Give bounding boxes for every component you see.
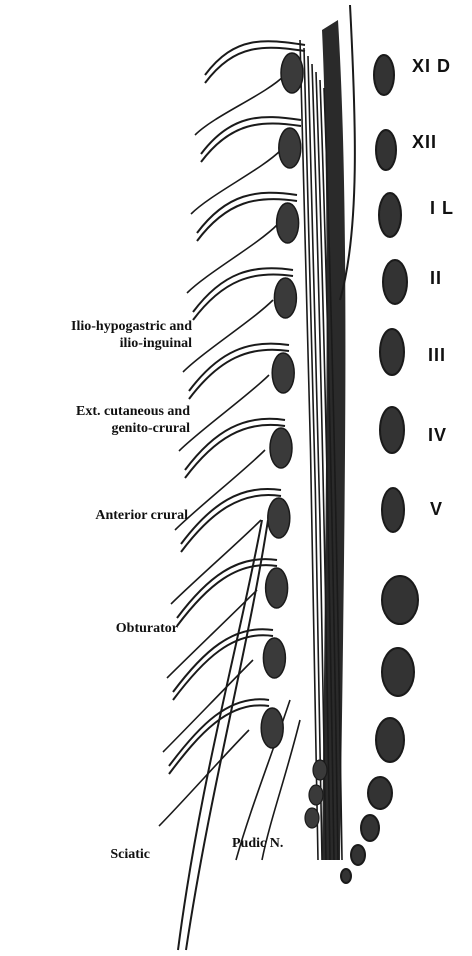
vertebral-body (380, 329, 404, 375)
vertebral-body (382, 488, 404, 532)
nerve-branch (177, 565, 277, 626)
label-ilio-hypogastric: Ilio-hypogastric and ilio-inguinal (71, 318, 192, 352)
nerve-branch (167, 590, 257, 678)
vertebra-label-iv: IV (428, 425, 447, 446)
ganglion (272, 353, 294, 393)
nerve-branch (169, 705, 269, 774)
ganglion (268, 498, 290, 538)
nerve-branch (181, 495, 281, 552)
ganglion (270, 428, 292, 468)
vertebral-body (376, 130, 396, 170)
vertebra-label-v: V (430, 499, 443, 520)
nerve-branch (177, 559, 277, 618)
spinal-cord (300, 5, 355, 860)
vertebral-body (351, 845, 365, 865)
vertebral-body (368, 777, 392, 809)
label-pudic: Pudic N. (232, 835, 283, 852)
ganglion (261, 708, 283, 748)
label-ext-cutaneous: Ext. cutaneous and genito-crural (76, 403, 190, 437)
nerve-branch (195, 75, 285, 135)
nerve-branch (191, 150, 281, 214)
vertebra-label-ii: II (430, 268, 442, 289)
spinal-nerves (159, 41, 305, 950)
vertebral-body (374, 55, 394, 95)
vertebral-body (341, 869, 351, 883)
vertebra-label-iii: III (428, 345, 446, 366)
vertebra-label-i-l: I L (430, 198, 454, 219)
ganglion-small (309, 785, 323, 805)
ganglion (263, 638, 285, 678)
ganglion (279, 128, 301, 168)
vertebral-body (380, 407, 404, 453)
label-obturator: Obturator (116, 620, 178, 637)
vertebral-bodies (341, 55, 418, 883)
vertebral-body (382, 576, 418, 624)
nerve-branch (159, 730, 249, 826)
vertebral-body (361, 815, 379, 841)
vertebral-body (383, 260, 407, 304)
vertebral-body (376, 718, 404, 762)
label-sciatic: Sciatic (110, 846, 150, 863)
ganglion (266, 568, 288, 608)
vertebral-body (379, 193, 401, 237)
ganglion (277, 203, 299, 243)
ganglion-small (313, 760, 327, 780)
ganglion (281, 53, 303, 93)
vertebral-body (382, 648, 414, 696)
label-anterior-crural: Anterior crural (95, 507, 188, 524)
vertebra-label-xi-d: XI D (412, 56, 451, 77)
ganglion (274, 278, 296, 318)
ganglion-small (305, 808, 319, 828)
vertebra-label-xii: XII (412, 132, 437, 153)
sciatic-trunk (186, 520, 268, 950)
